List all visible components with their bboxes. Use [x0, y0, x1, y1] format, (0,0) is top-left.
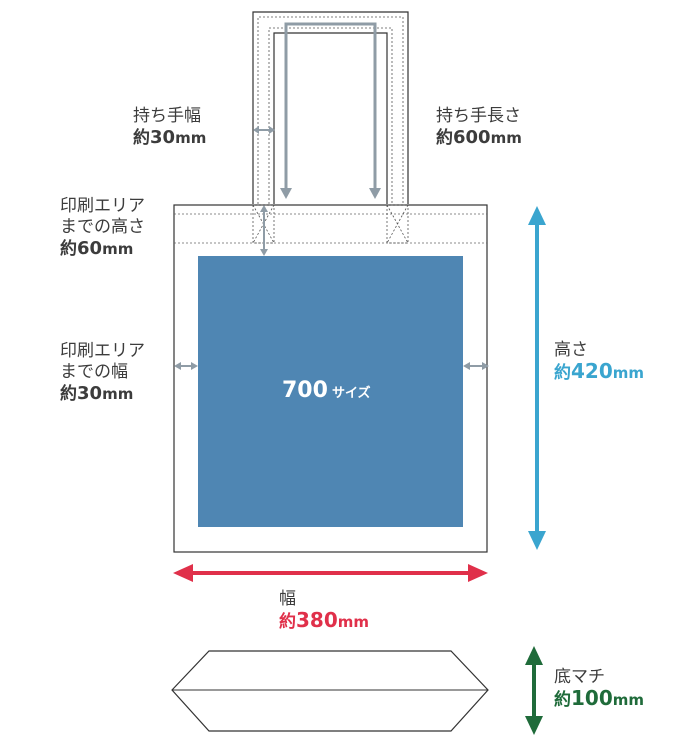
- gusset-label: 底マチ 約100mm: [554, 667, 644, 711]
- print-top-margin-arrow: [260, 205, 268, 256]
- width-value: 380: [296, 608, 338, 632]
- print-area: [198, 256, 463, 527]
- height-value: 420: [571, 359, 613, 383]
- handle-length-title: 持ち手長さ: [436, 106, 521, 126]
- gusset-unit: mm: [612, 691, 645, 709]
- print-side-label: 印刷エリア までの幅 約30mm: [60, 341, 145, 405]
- height-unit: mm: [612, 364, 645, 382]
- print-side-margin-arrow-left: [174, 362, 198, 370]
- print-top-prefix: 約: [60, 239, 77, 259]
- print-side-line2: までの幅: [60, 362, 128, 382]
- handle-width-unit: mm: [175, 129, 207, 147]
- handle-width-label: 持ち手幅 約30mm: [133, 106, 206, 149]
- print-top-unit: mm: [102, 240, 134, 258]
- handle-width-arrow: [253, 126, 275, 134]
- handle-length-arrow: [284, 22, 377, 195]
- print-top-value: 60: [77, 238, 103, 259]
- gusset-value: 100: [571, 686, 613, 710]
- width-prefix: 約: [279, 612, 296, 632]
- gusset-view: [171, 650, 489, 732]
- print-side-unit: mm: [102, 385, 134, 403]
- size-number: 700: [282, 378, 328, 403]
- height-label: 高さ 約420mm: [554, 340, 644, 384]
- handle-length-prefix: 約: [436, 128, 453, 148]
- handle-width-prefix: 約: [133, 128, 150, 148]
- handle-length-value: 600: [453, 127, 491, 148]
- print-side-prefix: 約: [60, 384, 77, 404]
- print-top-label: 印刷エリア までの高さ 約60mm: [60, 196, 145, 260]
- height-arrow: [528, 206, 546, 550]
- gusset-prefix: 約: [554, 690, 571, 710]
- gusset-title: 底マチ: [554, 667, 605, 687]
- size-suffix: サイズ: [331, 386, 371, 401]
- print-side-line1: 印刷エリア: [60, 341, 145, 361]
- print-side-margin-arrow-right: [463, 362, 489, 370]
- height-prefix: 約: [554, 363, 571, 383]
- print-top-line1: 印刷エリア: [60, 196, 145, 216]
- handle: [252, 11, 409, 204]
- width-label: 幅 約380mm: [279, 589, 369, 633]
- handle-width-title: 持ち手幅: [133, 106, 201, 126]
- width-arrow: [173, 564, 488, 582]
- height-title: 高さ: [554, 340, 588, 360]
- handle-width-value: 30: [150, 127, 176, 148]
- width-unit: mm: [337, 613, 370, 631]
- handle-length-label: 持ち手長さ 約600mm: [436, 106, 522, 149]
- gusset-arrow: [525, 646, 543, 735]
- handle-attach-right: [386, 204, 409, 244]
- width-title: 幅: [279, 589, 296, 609]
- print-side-value: 30: [77, 383, 103, 404]
- handle-length-unit: mm: [490, 129, 522, 147]
- print-top-line2: までの高さ: [60, 217, 145, 237]
